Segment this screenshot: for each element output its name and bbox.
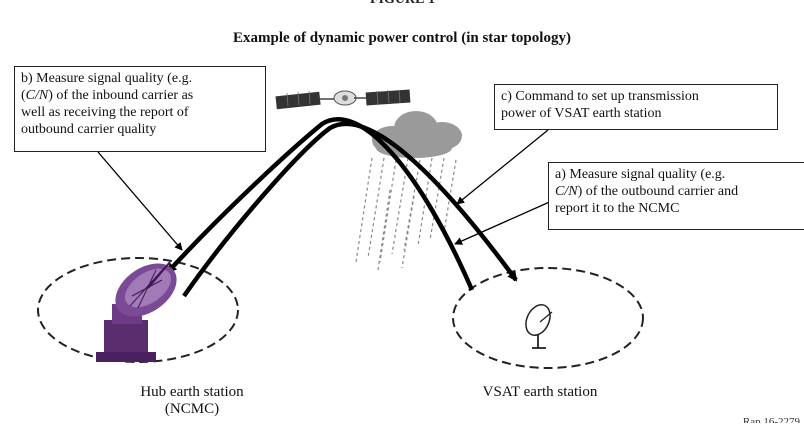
callout-c-line2: power of VSAT earth station (501, 106, 662, 121)
figure-title: Example of dynamic power control (in sta… (233, 30, 571, 46)
figure-number: FIGURE 1 (370, 0, 435, 8)
callout-c-line1: c) Command to set up transmission (501, 89, 699, 104)
callout-b-line1: b) Measure signal quality (e.g. (21, 71, 193, 86)
figure-reference: Rap 16-2279 (742, 416, 800, 428)
rain-cloud-icon (372, 111, 462, 158)
vsat-dish-icon (525, 304, 553, 349)
callout-box-c: c) Command to set up transmission power … (494, 84, 778, 130)
callout-b-line2-rest: ) of the inbound carrier as (48, 88, 194, 103)
callout-b-line2: (C/N) of the inbound carrier as (21, 88, 194, 103)
callout-a-line1: a) Measure signal quality (e.g. (555, 167, 726, 182)
hub-antenna-icon (96, 261, 177, 362)
callout-b-line3: well as receiving the report of (21, 105, 189, 120)
callout-a-line3: report it to the NCMC (555, 201, 680, 216)
callout-a-line2: C/N) of the outbound carrier and (555, 183, 803, 200)
callout-b-cn: C/N (25, 88, 49, 103)
callout-box-b: b) Measure signal quality (e.g. (C/N) of… (14, 66, 266, 152)
vsat-coverage-ellipse (452, 267, 644, 369)
pointer-c (456, 129, 549, 205)
hub-station-label: Hub earth station (NCMC) (92, 384, 292, 418)
outbound-carrier-arc (182, 121, 518, 298)
rain-streaks (355, 157, 457, 271)
hub-station-subname: (NCMC) (164, 401, 220, 417)
callout-b-line4: outbound carrier quality (21, 122, 157, 137)
pointer-a (454, 199, 555, 245)
callout-a-cn: C/N (555, 184, 578, 199)
callout-a-line2-rest: ) of the outbound carrier and (577, 184, 739, 199)
vsat-station-label: VSAT earth station (482, 384, 598, 400)
satellite-icon (275, 89, 411, 110)
callout-box-a: a) Measure signal quality (e.g. C/N) of … (548, 162, 804, 230)
inbound-carrier-arc (166, 117, 475, 291)
pointer-b (97, 151, 183, 251)
hub-coverage-ellipse (37, 257, 239, 363)
hub-station-name: Hub earth station (140, 384, 244, 400)
